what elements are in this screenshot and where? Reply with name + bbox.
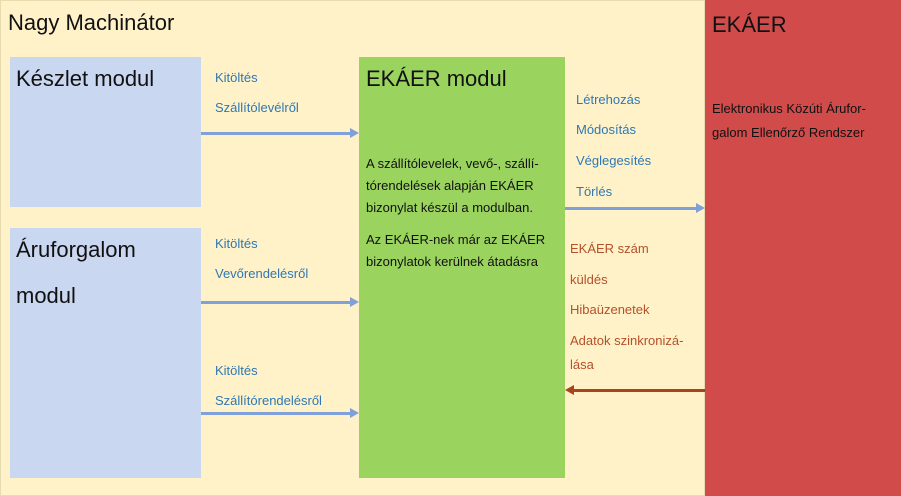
text-line: bizonylatok kerülnek átadásra [366,254,538,269]
label-kuldes: küldés [570,272,608,287]
label-torles: Törlés [576,184,613,199]
ekaer-modul-text-2: Az EKÁER-nek már az EKÁER bizonylatok ke… [366,229,545,273]
ekaer-modul-box [359,57,565,478]
label-ekaer-szam: EKÁER szám [570,241,649,256]
label-kitoltes: Kitöltés [215,363,258,378]
label-adatok-szinkronizalasa: Adatok szinkronizá- [570,333,684,348]
arrowhead-icon [565,385,574,395]
text-line: tórendelések alapján EKÁER [366,178,534,193]
ekaer-modul-text-1: A szállítólevelek, vevő-, szállí- tórend… [366,153,539,219]
text-line: bizonylat készül a modulban. [366,200,533,215]
label-kitoltes: Kitöltés [215,236,258,251]
arrow-ekaer-modul-to-ekaer [565,207,697,210]
label-szallitorendelesrol: Szállítórendelésről [215,393,322,408]
arrowhead-icon [696,203,705,213]
label-hibauzenetek: Hibaüzenetek [570,302,650,317]
arrow-vevorendeles-to-ekaer [201,301,351,304]
keszlet-title: Készlet modul [16,66,155,91]
arrow-keszlet-to-ekaer [201,132,351,135]
keszlet-modul-box [10,57,201,207]
label-szallitolevelrol: Szállítólevélről [215,100,299,115]
text-line: Az EKÁER-nek már az EKÁER [366,232,546,247]
text-line: A szállítólevelek, vevő-, szállí- [366,156,539,171]
arrowhead-icon [350,297,359,307]
arrow-ekaer-to-ekaer-modul [573,389,705,392]
system-title: Nagy Machinátor [8,10,175,35]
arrowhead-icon [350,408,359,418]
label-lasa: lása [570,357,594,372]
aruforgalom-title-1: Áruforgalom [16,237,136,262]
ekaer-title: EKÁER [712,12,787,37]
aruforgalom-modul-box [10,228,201,478]
label-veglegesites: Véglegesítés [576,153,652,168]
ekaer-modul-title: EKÁER modul [366,66,507,91]
ekaer-desc-2: galom Ellenőrző Rendszer [712,125,865,140]
aruforgalom-title-2: modul [16,283,76,308]
ekaer-panel [705,0,901,496]
label-letrehozas: Létrehozás [576,92,641,107]
label-vevorendelesrol: Vevőrendelésről [215,266,309,281]
arrowhead-icon [350,128,359,138]
label-modositas: Módosítás [576,122,636,137]
label-kitoltes: Kitöltés [215,70,258,85]
ekaer-desc-1: Elektronikus Közúti Árufor- [712,101,866,116]
arrow-szallitorendeles-to-ekaer [201,412,351,415]
